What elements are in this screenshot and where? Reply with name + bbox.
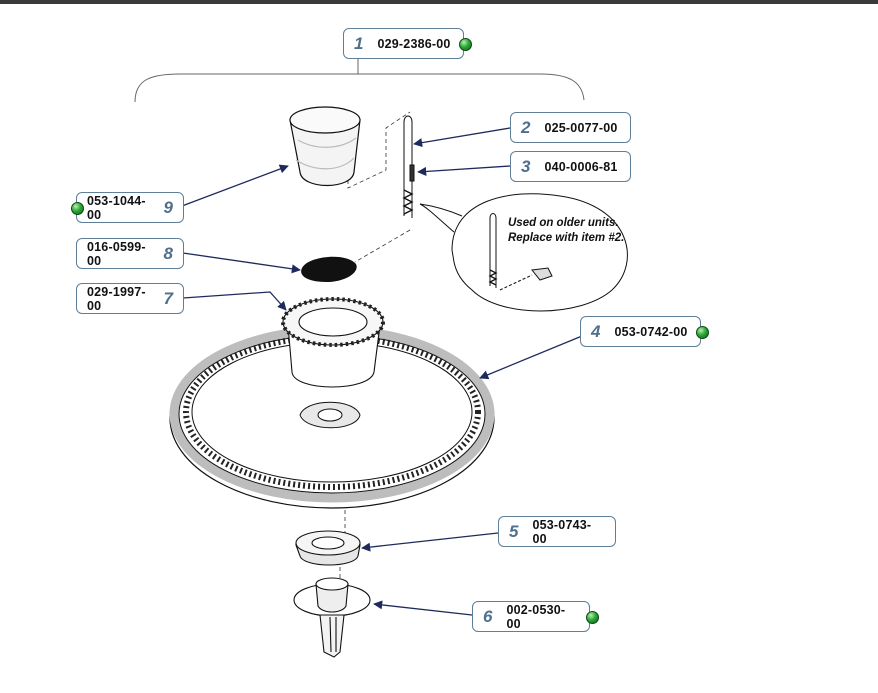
item-number: 5 xyxy=(509,521,519,541)
item-number: 6 xyxy=(483,606,493,626)
item-number: 1 xyxy=(354,33,364,53)
leader-arrows xyxy=(181,127,583,616)
callout-item-1[interactable]: 1 029-2386-00 xyxy=(343,28,464,59)
green-dot-icon[interactable] xyxy=(71,202,84,215)
part-number: 025-0077-00 xyxy=(544,120,618,135)
callout-item-4[interactable]: 4 053-0742-00 xyxy=(580,316,701,347)
item-number: 4 xyxy=(591,321,601,341)
callout-item-8[interactable]: 016-0599-00 8 xyxy=(76,238,184,269)
part-number: 053-1044-00 xyxy=(87,193,146,222)
item-number: 3 xyxy=(521,156,531,176)
group-bracket xyxy=(134,73,585,103)
coupler-part xyxy=(295,530,361,566)
part-number: 016-0599-00 xyxy=(87,239,146,268)
callout-item-6[interactable]: 6 002-0530-00 xyxy=(472,601,590,632)
callout-item-7[interactable]: 029-1997-00 7 xyxy=(76,283,184,314)
green-dot-icon[interactable] xyxy=(586,611,599,624)
gasket-part xyxy=(301,256,357,282)
part-number: 053-0743-00 xyxy=(532,517,592,546)
item-number: 8 xyxy=(163,243,173,263)
cup-part xyxy=(289,106,361,187)
top-bar xyxy=(0,0,878,4)
note-line-2: Replace with item #2. xyxy=(508,232,625,244)
part-number: 002-0530-00 xyxy=(506,602,566,631)
detail-bubble xyxy=(419,193,628,312)
part-number: 053-0742-00 xyxy=(614,324,688,339)
spider-part xyxy=(299,401,361,429)
item-number: 7 xyxy=(163,288,173,308)
detail-note: Used on older units. Replace with item #… xyxy=(508,216,624,246)
part-number: 029-1997-00 xyxy=(87,284,146,313)
item-number: 2 xyxy=(521,117,531,137)
callout-item-9[interactable]: 053-1044-00 9 xyxy=(76,192,184,223)
base-part xyxy=(293,577,371,658)
part-number: 029-2386-00 xyxy=(377,36,451,51)
note-line-1: Used on older units. xyxy=(508,217,619,229)
callout-item-3[interactable]: 3 040-0006-81 xyxy=(510,151,631,182)
callout-item-5[interactable]: 5 053-0743-00 xyxy=(498,516,616,547)
part-number: 040-0006-81 xyxy=(544,159,618,174)
callout-item-2[interactable]: 2 025-0077-00 xyxy=(510,112,631,143)
green-dot-icon[interactable] xyxy=(696,326,709,339)
item-number: 9 xyxy=(163,197,173,217)
rod-and-spring xyxy=(402,115,415,218)
green-dot-icon[interactable] xyxy=(459,38,472,51)
hub-part xyxy=(281,297,385,388)
